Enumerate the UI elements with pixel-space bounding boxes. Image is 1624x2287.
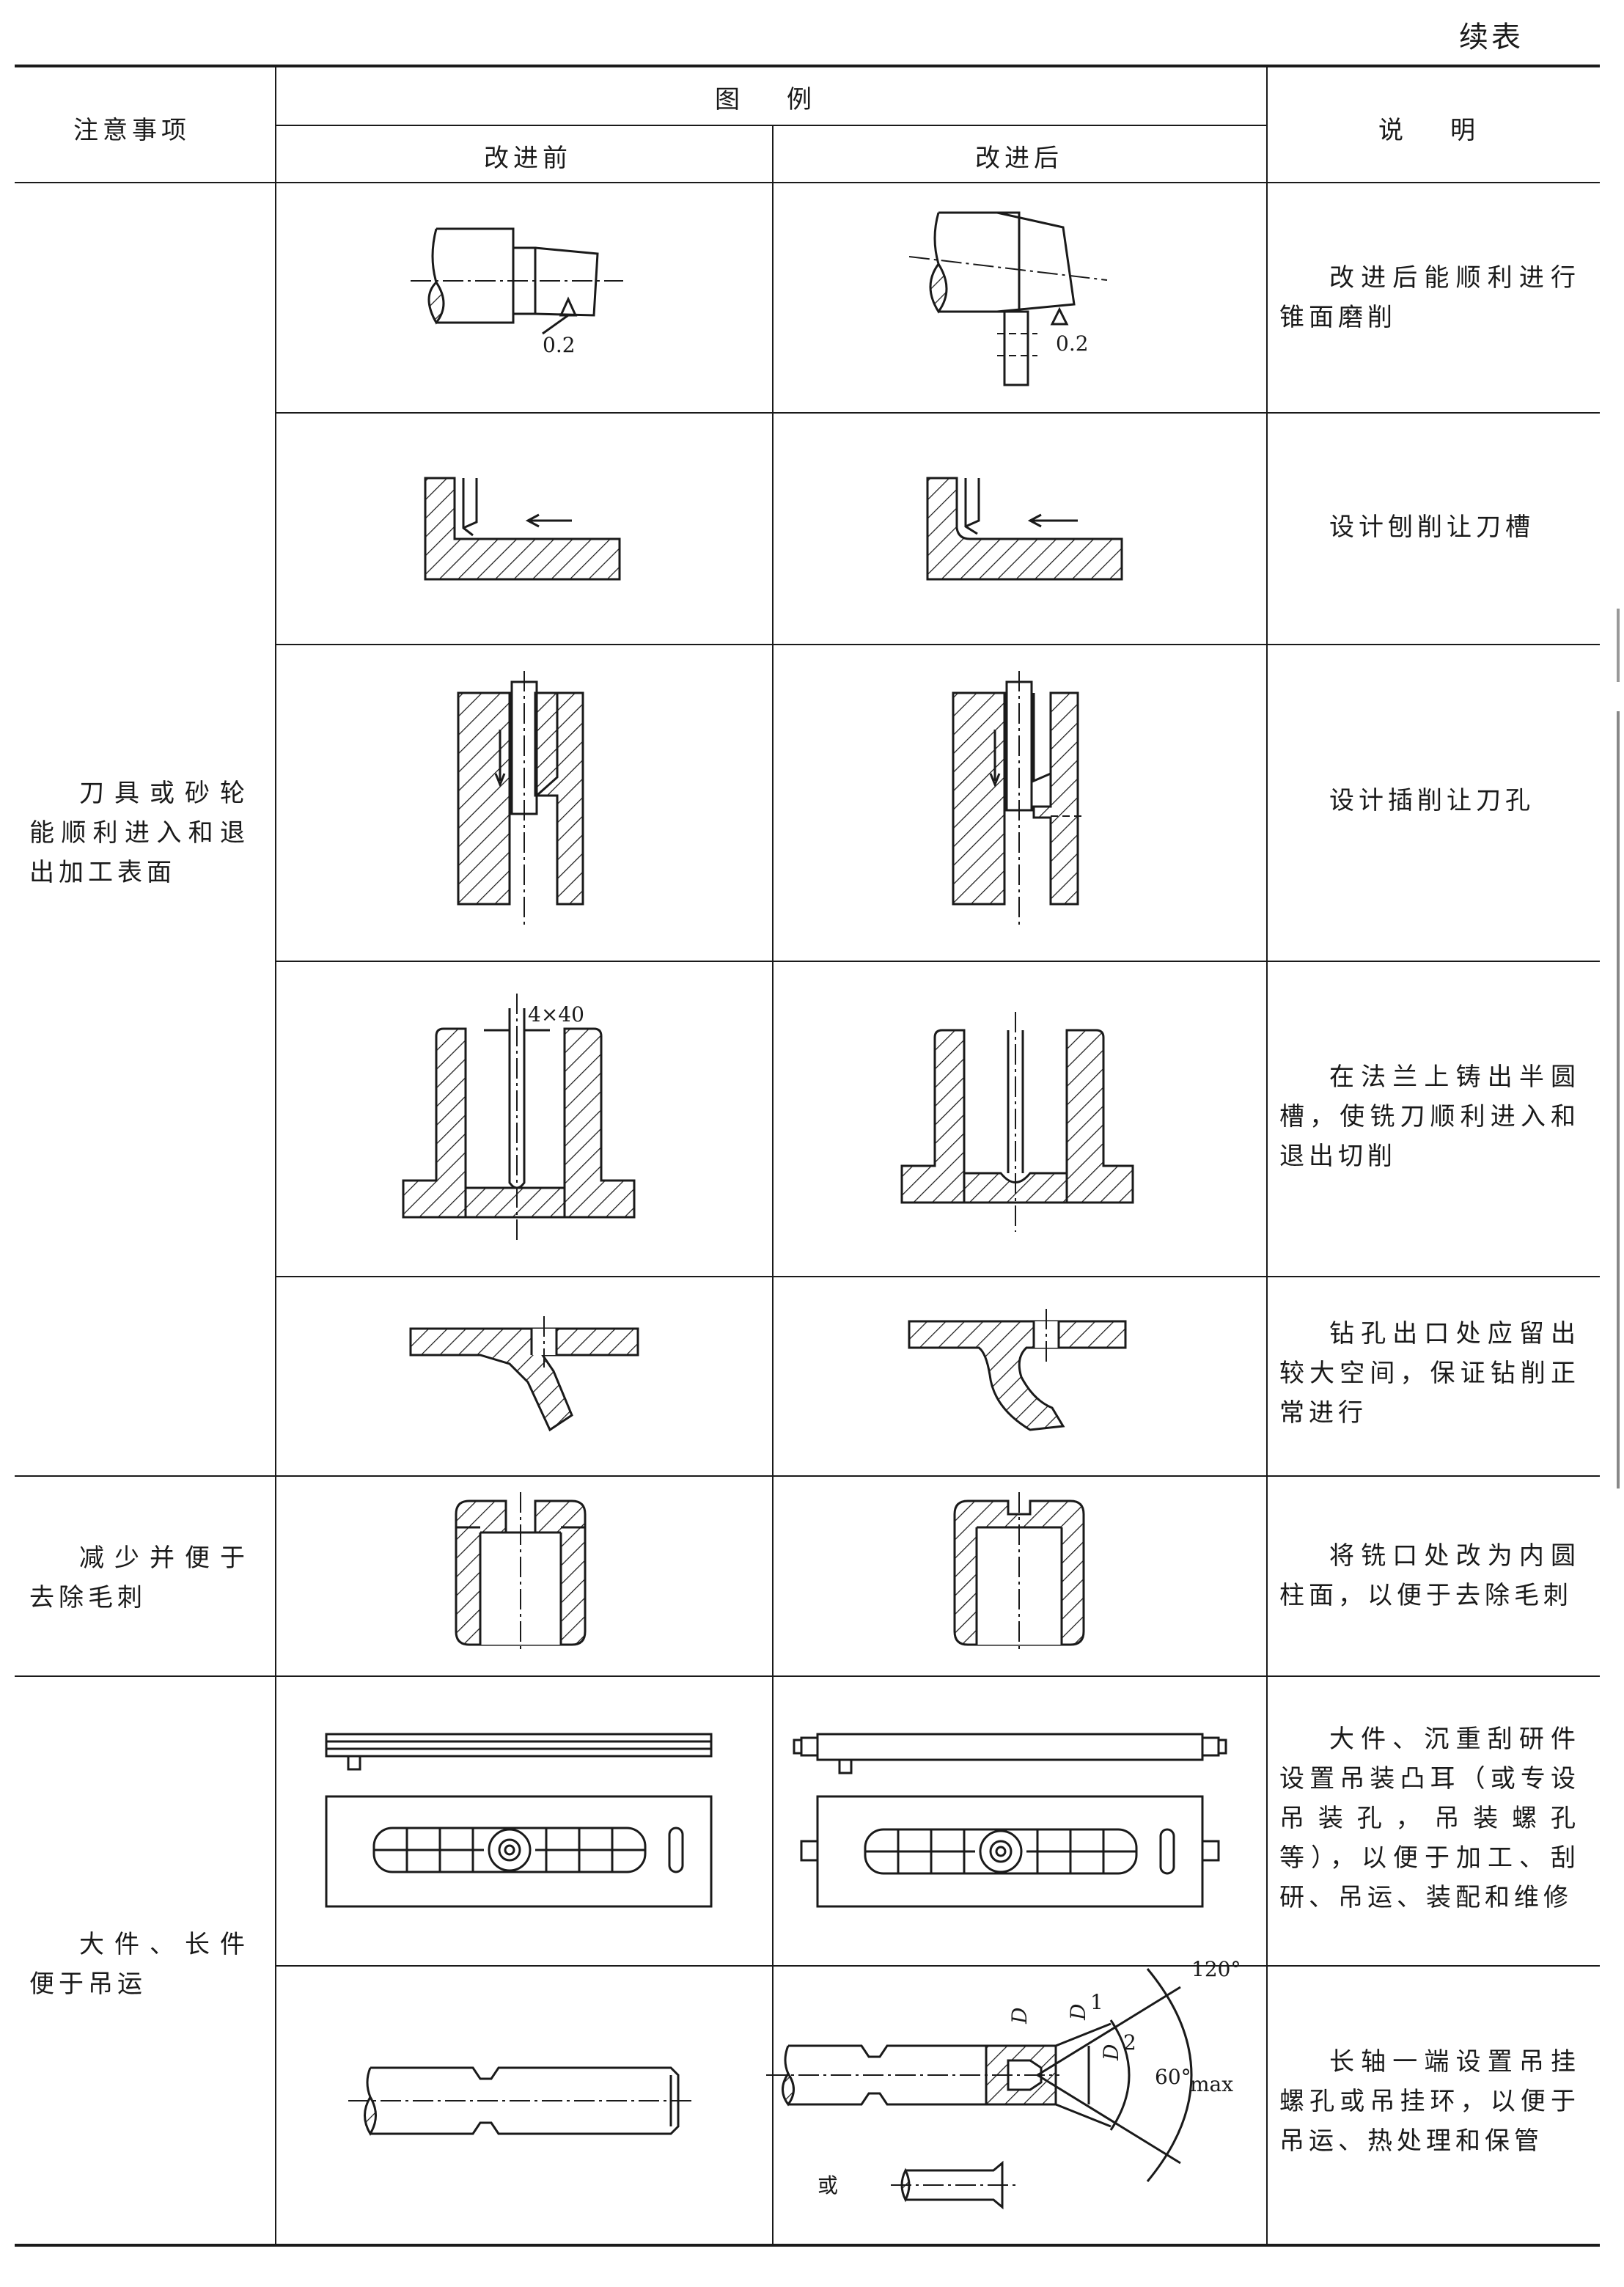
figure-row2-after: [926, 477, 1123, 581]
figure-row8-before: [348, 2066, 693, 2136]
figure-row4-before: 4×40: [402, 994, 636, 1243]
label-d1: D: [1066, 2004, 1090, 2021]
col-divider-3: [1266, 66, 1268, 2245]
explanation-row-6: 将铣口处改为内圆柱面，以便于去除毛刺: [1279, 1541, 1580, 1610]
table-top-rule: [15, 65, 1600, 67]
figure-row7-after: [793, 1733, 1227, 1908]
page-edge-shadow: [1617, 609, 1620, 2075]
figure-row4-after: [900, 1012, 1134, 1232]
label-d2: D: [1099, 2044, 1123, 2061]
header-sub-rule: [275, 125, 1266, 126]
label-angle-60-sub: max: [1190, 2072, 1233, 2096]
roughness-after: 0.2: [1056, 331, 1089, 356]
explanation-row-1: 改进后能顺利进行锥面磨削: [1279, 263, 1580, 332]
explanation-row-3: 设计插削让刀孔: [1329, 786, 1535, 815]
group-label-lifting: 大件、长件便于吊运: [29, 1930, 249, 1999]
roughness-before: 0.2: [543, 333, 576, 357]
figure-row6-before: [455, 1492, 587, 1653]
explanation-row-8: 长轴一端设置吊挂螺孔或吊挂环，以便于吊运、热处理和保管: [1279, 2047, 1580, 2156]
figure-row7-before: [325, 1733, 713, 1908]
row-separator: [275, 644, 1600, 645]
explanation-row-5: 钻孔出口处应留出较大空间，保证钻削正常进行: [1279, 1319, 1580, 1428]
figure-row2-before: [424, 477, 621, 581]
explanation-row-7: 大件、沉重刮研件设置吊装凸耳（或专设吊装孔，吊装螺孔等），以便于加工、刮研、吊运…: [1279, 1725, 1580, 1912]
header-precaution: 注意事项: [73, 116, 191, 145]
group-label-deburr: 减少并便于去除毛刺: [29, 1543, 249, 1612]
dimension-4x40: 4×40: [528, 1002, 584, 1027]
figure-row3-after: [952, 671, 1081, 928]
header-explanation: 说明: [1378, 116, 1522, 145]
table-bottom-rule: [15, 2244, 1600, 2247]
continued-label: 续表: [1459, 21, 1524, 54]
col-divider-2: [772, 125, 774, 2245]
col-divider-1: [275, 66, 276, 2245]
header-after: 改进后: [975, 144, 1063, 173]
figure-row6-after: [953, 1492, 1085, 1653]
label-angle-60: 60°: [1155, 2065, 1191, 2089]
figure-row1-before: 0.2: [411, 227, 623, 357]
row-separator: [275, 412, 1600, 414]
explanation-row-2: 设计刨削让刀槽: [1329, 513, 1535, 542]
figure-row8-after: D D 1 D 2 120° 60° max 或: [766, 1957, 1241, 2210]
row-separator: [275, 961, 1600, 962]
header-before: 改进前: [484, 144, 572, 173]
label-or: 或: [817, 2173, 838, 2198]
label-d2-sub: 2: [1123, 2030, 1136, 2055]
header-illustration: 图例: [715, 85, 859, 114]
figure-row5-after: [908, 1309, 1127, 1431]
label-d1-sub: 1: [1090, 1990, 1103, 2014]
group-separator: [15, 1475, 1600, 1477]
row-separator: [275, 1965, 1600, 1967]
figure-row1-after: 0.2: [909, 211, 1108, 386]
header-bottom-rule: [15, 182, 1600, 183]
label-angle-120: 120°: [1191, 1957, 1241, 1981]
figure-row3-before: [457, 671, 584, 928]
group-separator: [15, 1675, 1600, 1677]
row-separator: [275, 1276, 1600, 1277]
explanation-row-4: 在法兰上铸出半圆槽，使铣刀顺利进入和退出切削: [1279, 1062, 1580, 1171]
group-label-tool-access: 刀具或砂轮能顺利进入和退出加工表面: [29, 779, 249, 887]
label-d: D: [1007, 2008, 1032, 2024]
figure-row5-before: [409, 1316, 639, 1432]
